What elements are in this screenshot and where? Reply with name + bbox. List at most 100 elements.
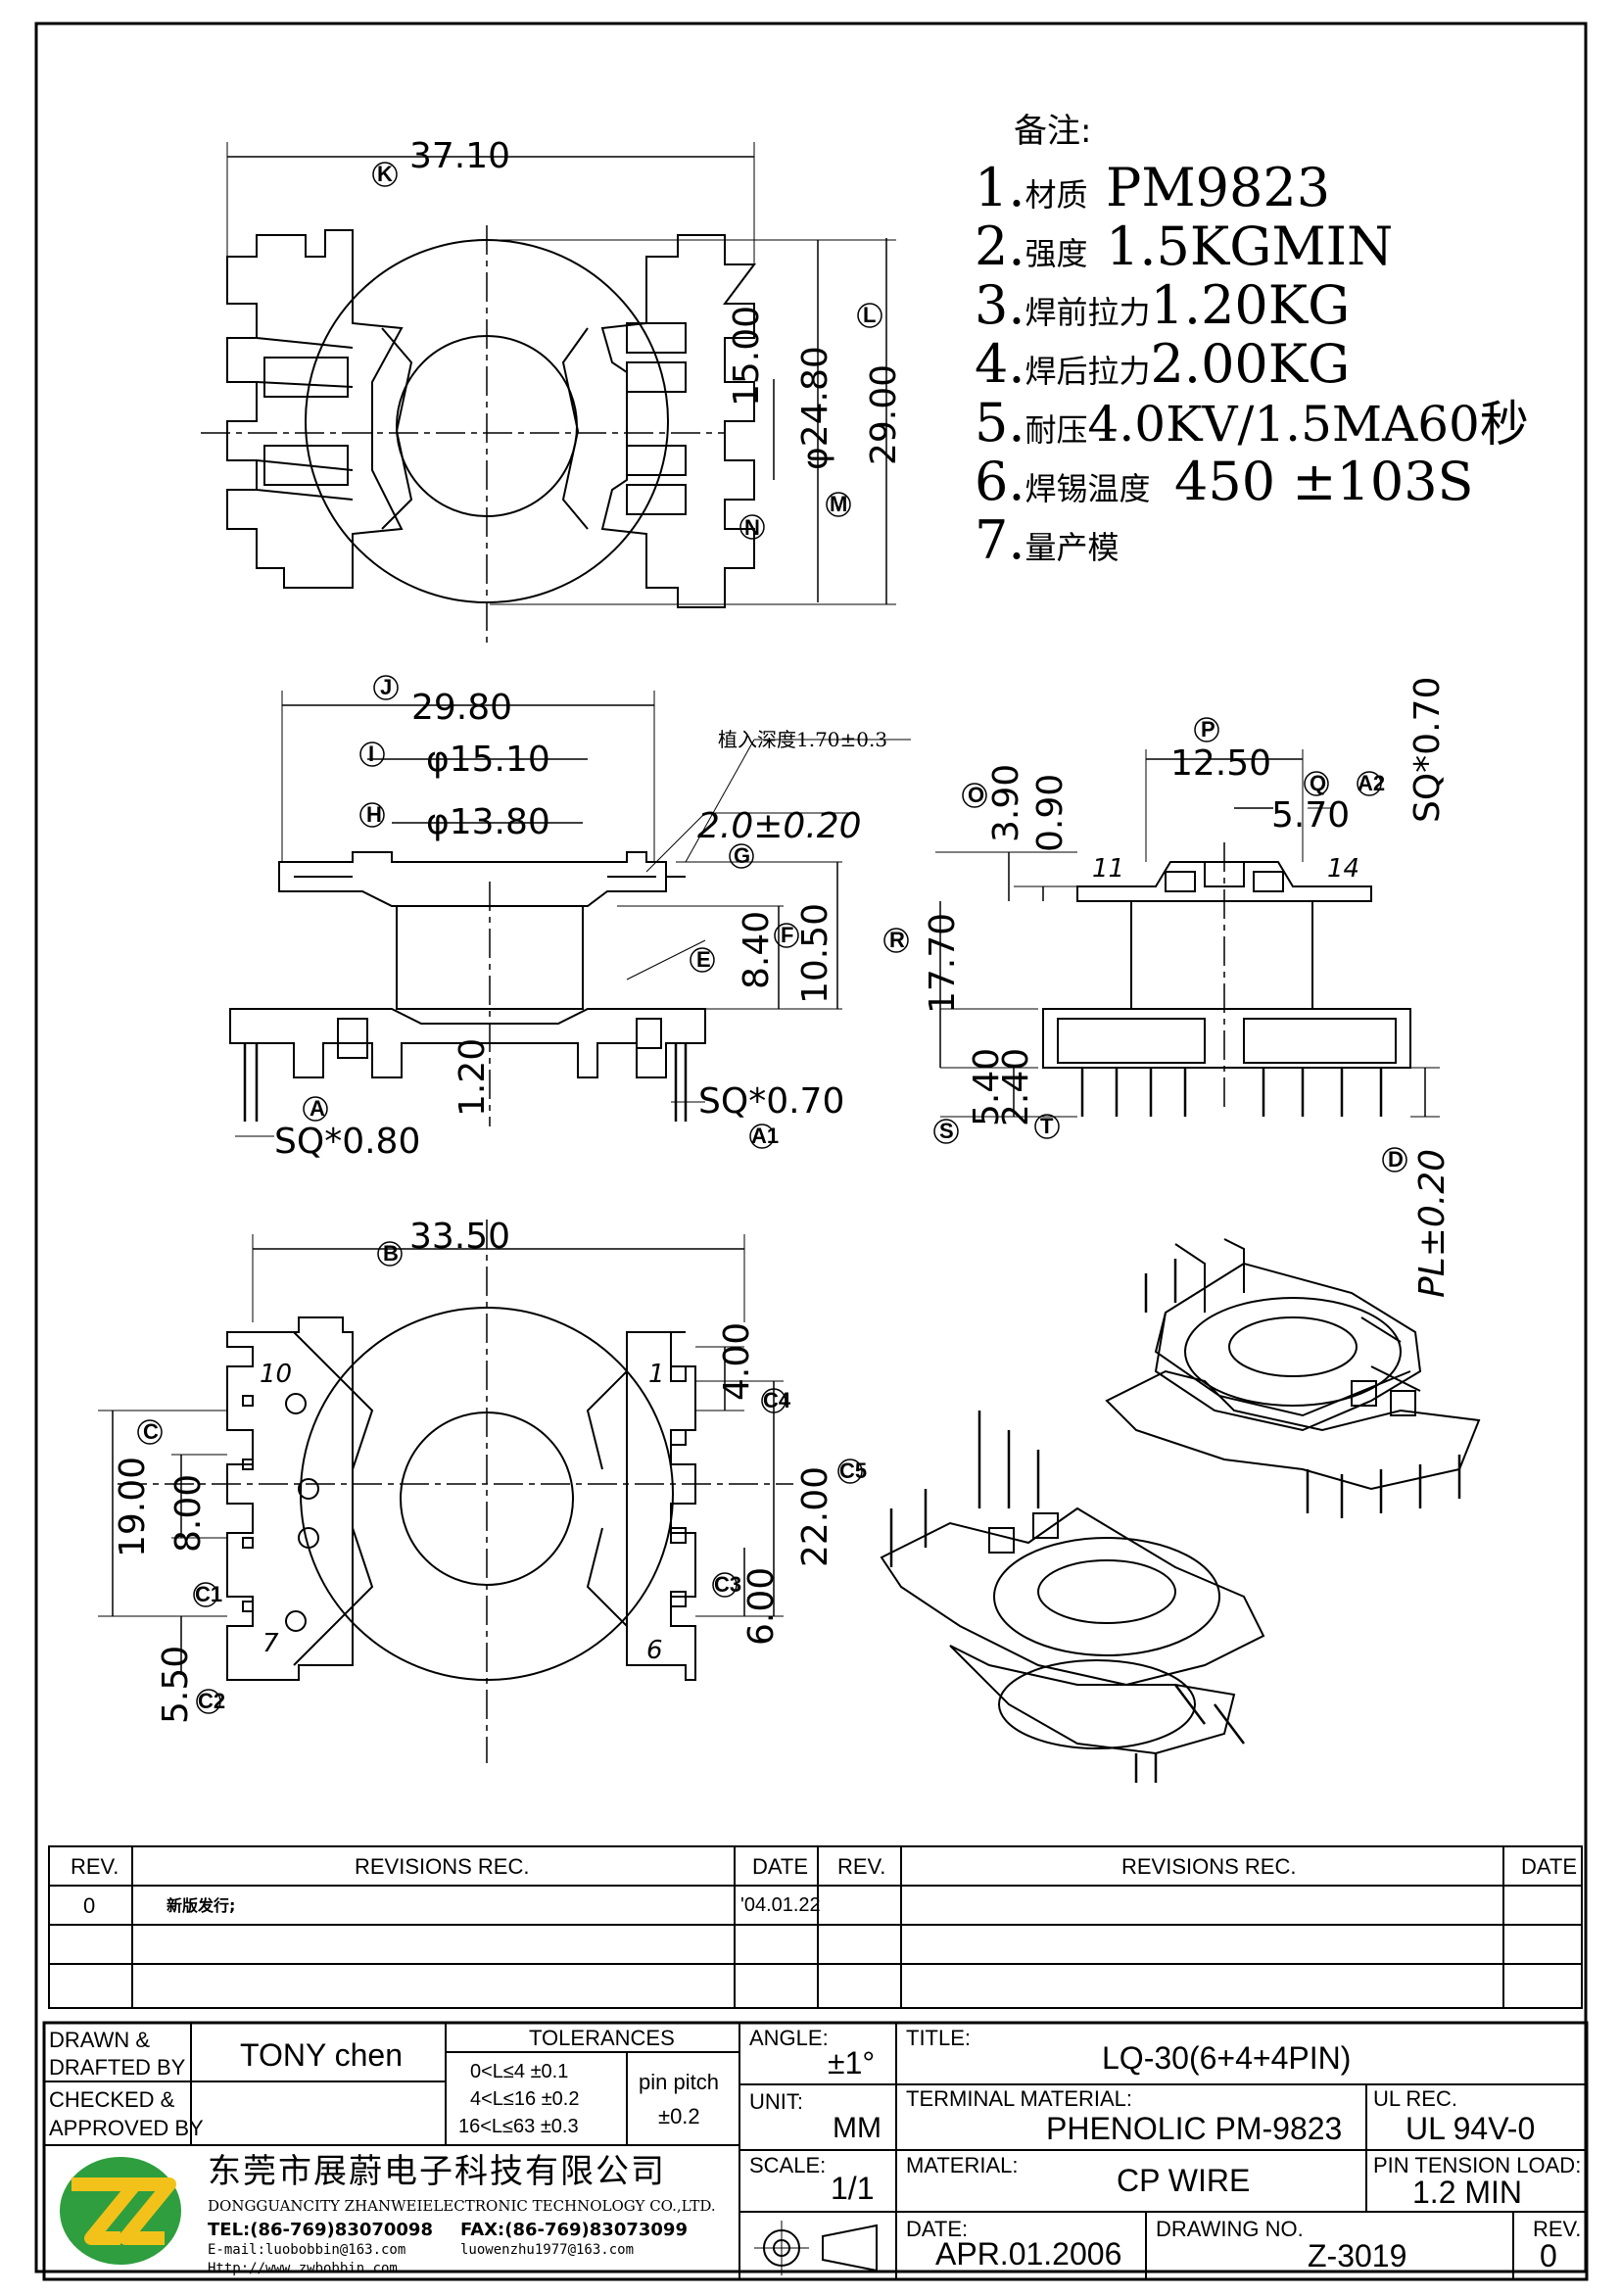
scale-value: 1/1 — [831, 2171, 875, 2206]
dim-end-sq: SQ*0.70 — [1407, 676, 1448, 823]
rev-header-rec-right: REVISIONS REC. — [1121, 1854, 1297, 1879]
company-fax: FAX:(86-769)83073099 — [460, 2220, 688, 2240]
dim-end-h5: 2.40 — [996, 1047, 1036, 1126]
note-5-value: 4.0KV/1.5MA60秒 — [1087, 396, 1529, 453]
table-lines — [42, 1845, 1589, 2281]
dim-top-d2: φ24.80 — [795, 346, 835, 470]
title-label: TITLE: — [906, 2026, 972, 2050]
dim-end-w1: 12.50 — [1170, 743, 1272, 784]
pin-label-7: 7 — [262, 1629, 279, 1658]
checked-label: CHECKED & — [49, 2087, 175, 2112]
rev-row-0-date: '04.01.22 — [740, 1894, 821, 1916]
note-1-num: 1. — [975, 157, 1025, 218]
tag-d: D — [1388, 1147, 1404, 1172]
dim-end-h1: 3.90 — [986, 763, 1026, 842]
tag-c3: C3 — [714, 1572, 742, 1597]
company-email-1: E-mail:luobobbin@163.com — [208, 2242, 406, 2258]
side-view — [229, 691, 911, 1137]
tag-m: M — [830, 492, 848, 516]
pin-label-1: 1 — [648, 1360, 665, 1389]
dim-end-h2: 0.90 — [1030, 773, 1071, 852]
dim-side-w3: φ13.80 — [426, 802, 550, 842]
tolerance-2: 4<L≤16 ±0.2 — [470, 2088, 580, 2110]
rev-header-rev-right: REV. — [837, 1854, 886, 1879]
tag-r: R — [889, 928, 905, 952]
tag-p: P — [1201, 717, 1215, 741]
dim-side-h3: 1.20 — [453, 1037, 493, 1117]
title-value: LQ-30(6+4+4PIN) — [1102, 2040, 1352, 2076]
rev-header-date-right: DATE — [1521, 1854, 1578, 1879]
note-6: 6.焊锡温度 450 ±103S — [975, 455, 1474, 508]
dim-bottom-p22: 22.00 — [795, 1465, 835, 1567]
tag-t: T — [1040, 1114, 1054, 1138]
terminal-label: TERMINAL MATERIAL: — [906, 2086, 1133, 2111]
pin-label-6: 6 — [646, 1636, 663, 1665]
company-logo — [57, 2155, 184, 2268]
drafted-label: DRAFTED BY — [49, 2055, 186, 2080]
insert-depth-note: 植入深度1.70±0.3 — [718, 728, 888, 751]
rev-value: 0 — [1540, 2238, 1557, 2273]
note-7: 7.量产模 — [975, 514, 1120, 567]
dim-side-h2: 10.50 — [795, 902, 835, 1004]
tension-label: PIN TENSION LOAD: — [1373, 2153, 1582, 2177]
pin-label-14: 14 — [1327, 854, 1360, 884]
date-value: APR.01.2006 — [935, 2236, 1122, 2272]
tag-n: N — [744, 515, 760, 540]
tag-b: B — [383, 1241, 399, 1266]
note-5-num: 5. — [975, 392, 1025, 454]
approved-label: APPROVED BY — [49, 2116, 204, 2140]
tag-a1: A1 — [751, 1124, 780, 1148]
dim-top-d1: 15.00 — [727, 305, 767, 407]
note-4-value: 2.00KG — [1150, 333, 1351, 395]
dim-side-w1: 29.80 — [411, 688, 513, 728]
note-3-label: 焊前拉力 — [1024, 294, 1151, 331]
ul-value: UL 94V-0 — [1406, 2111, 1536, 2146]
drawn-label: DRAWN & — [49, 2028, 151, 2052]
note-7-label: 量产模 — [1024, 529, 1120, 566]
note-4-label: 焊后拉力 — [1024, 353, 1151, 390]
drawing-value: Z-3019 — [1308, 2238, 1407, 2273]
tag-c1: C1 — [195, 1582, 223, 1606]
dim-bottom-width: 33.50 — [409, 1217, 511, 1257]
note-2: 2.强度 1.5KGMIN — [975, 220, 1393, 273]
dim-bottom-p6: 6.00 — [741, 1566, 782, 1646]
pin-label-11: 11 — [1092, 854, 1125, 884]
drawing-label: DRAWING NO. — [1156, 2217, 1304, 2241]
tag-a: A — [310, 1096, 325, 1121]
company-tel: TEL:(86-769)83070098 — [208, 2220, 433, 2240]
tag-l: L — [863, 303, 877, 327]
tag-g: G — [734, 843, 751, 868]
note-6-value: 450 ±103S — [1174, 451, 1474, 512]
dim-side-pin-a: SQ*0.80 — [274, 1122, 421, 1162]
rev-header-date-left: DATE — [752, 1854, 809, 1879]
unit-value: MM — [833, 2112, 881, 2144]
dim-side-w2: φ15.10 — [426, 740, 550, 780]
logo-icon — [60, 2157, 181, 2265]
pin-label-10: 10 — [260, 1360, 293, 1389]
angle-label: ANGLE: — [749, 2026, 829, 2050]
tolerance-3: 16<L≤63 ±0.3 — [458, 2116, 579, 2137]
dim-top-d3: 29.00 — [864, 363, 904, 465]
tag-c5: C5 — [839, 1459, 868, 1483]
note-2-label: 强度 — [1024, 235, 1088, 272]
terminal-value: PHENOLIC PM-9823 — [1046, 2111, 1343, 2146]
dim-bottom-p55: 5.50 — [156, 1645, 196, 1724]
tag-c4: C4 — [763, 1388, 791, 1412]
note-4: 4.焊后拉力2.00KG — [975, 338, 1350, 391]
date-label: DATE: — [906, 2217, 969, 2241]
company-name-en: DONGGUANCITY ZHANWEIELECTRONIC TECHNOLOG… — [208, 2197, 716, 2215]
material-label: MATERIAL: — [906, 2153, 1019, 2177]
tag-h: H — [366, 802, 382, 827]
rev-label: REV. — [1533, 2217, 1582, 2241]
note-6-num: 6. — [975, 451, 1025, 512]
dim-end-pl: PL±0.20 — [1412, 1148, 1453, 1298]
angle-value: ±1° — [828, 2045, 876, 2081]
notes-header: 备注: — [1014, 112, 1092, 151]
note-1-value: PM9823 — [1106, 157, 1331, 218]
tag-s: S — [939, 1119, 954, 1143]
dim-bottom-p19: 19.00 — [113, 1456, 153, 1557]
dim-end-w2: 5.70 — [1271, 795, 1351, 836]
tag-a2: A2 — [1358, 771, 1386, 795]
